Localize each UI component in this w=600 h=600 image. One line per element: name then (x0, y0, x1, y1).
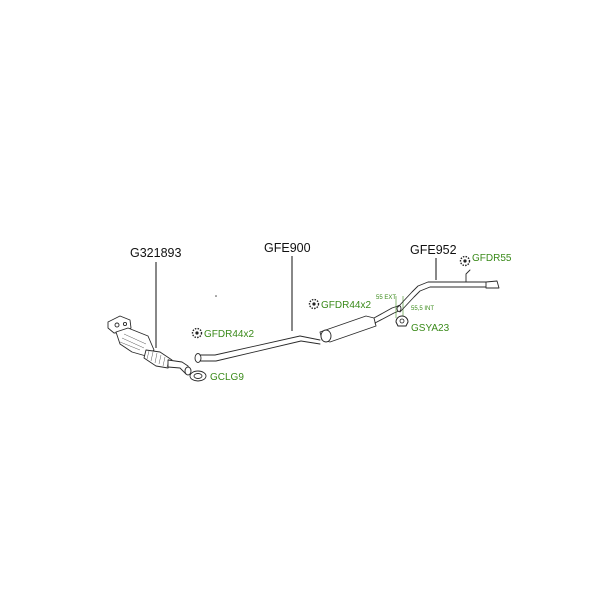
clamp-middle[interactable]: GFDR44x2 (308, 298, 372, 312)
acc-code-gfdr44x2-front: GFDR44x2 (204, 329, 254, 340)
dim-ext: 55 EXT (376, 295, 396, 301)
acc-code-gsya23: GSYA23 (411, 323, 450, 334)
gasket[interactable]: GCLG9 (189, 370, 244, 383)
clamp-front[interactable]: GFDR44x2 (191, 327, 255, 341)
acc-code-gfdr44x2-middle: GFDR44x2 (321, 300, 371, 311)
dimensions: 55 EXT 55,5 INT (376, 295, 434, 318)
part-code-g321893: G321893 (130, 246, 181, 260)
part-code-gfe900: GFE900 (264, 241, 311, 255)
acc-code-gfdr55: GFDR55 (472, 253, 512, 264)
dim-int: 55,5 INT (411, 306, 434, 312)
rear-clamp-icon (395, 315, 409, 327)
part-code-gfe952: GFE952 (410, 243, 457, 257)
middle-section[interactable]: GFE900 (194, 241, 402, 363)
rear-section[interactable]: GFE952 (397, 243, 500, 313)
catalytic-converter[interactable]: G321893 (107, 246, 192, 376)
acc-code-gclg9: GCLG9 (210, 372, 244, 383)
rear-clamp[interactable]: GSYA23 (395, 315, 450, 334)
rubber-mount-rear[interactable]: GFDR55 (459, 253, 512, 267)
